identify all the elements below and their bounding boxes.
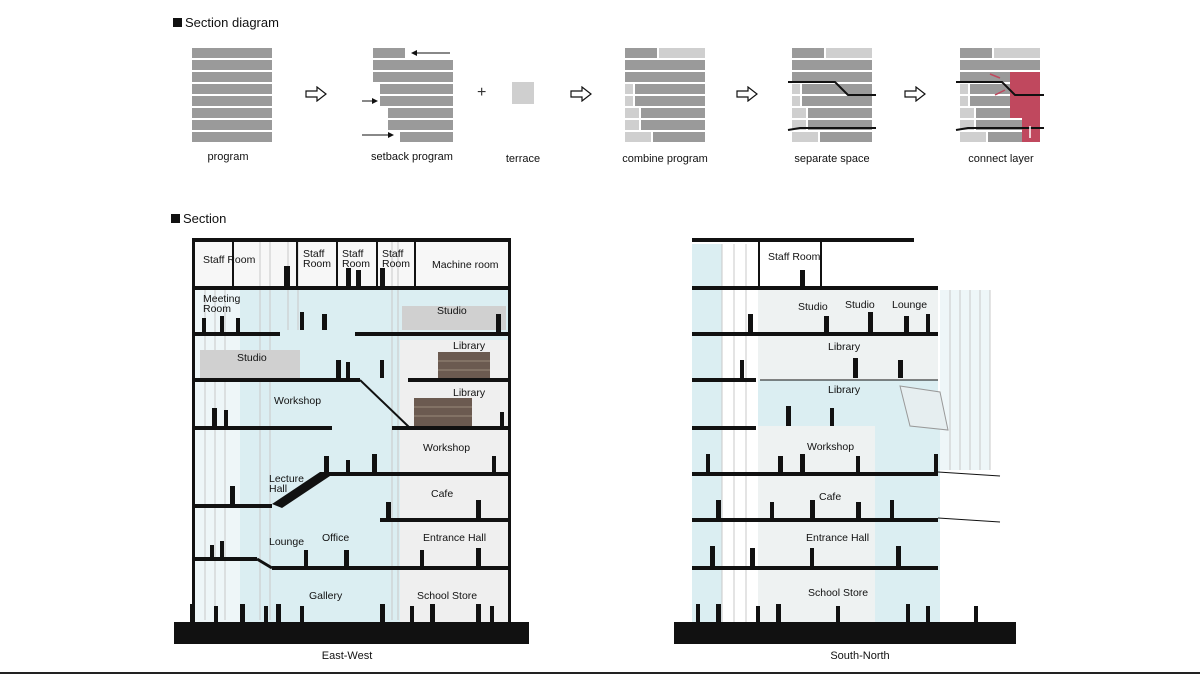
separate-space-block [787,48,876,142]
step-caption-terrace: terrace [505,153,541,165]
room-label-entrance-hall: Entrance Hall [423,532,487,544]
room-label-staff-room: Staff Room [203,254,256,266]
room-label-gallery: Gallery [309,590,343,602]
room-label-office: Office [322,532,350,544]
setback-program-block [362,48,453,142]
sn-room-label-staff-room: Staff Room [768,251,821,263]
room-label-lecture-hall: Lecture Hall [269,473,305,495]
step-caption-setback: setback program [371,151,453,163]
room-label-machine-room: Machine room [432,259,499,271]
room-label-staff-room-3: Staff Room [382,248,411,270]
section-diagram-title: Section diagram [185,15,279,30]
section-diagram [192,48,1044,142]
room-label-meeting-room: Meeting Room [203,293,241,315]
sn-room-label-lounge: Lounge [892,299,928,311]
people-silhouettes [190,266,504,622]
sn-room-label-library-2: Library [828,384,861,396]
sn-room-label-school-store: School Store [808,587,869,599]
sn-room-label-library-1: Library [828,341,861,353]
step-caption-separate: separate space [794,153,870,165]
room-label-studio-lower: Studio [237,352,267,364]
room-label-workshop-2: Workshop [423,442,471,454]
step-caption-program: program [207,151,249,163]
section-header: Section [171,211,226,226]
sn-room-label-studio-2: Studio [845,299,875,311]
next-arrow-icon [305,86,327,102]
library-shelf [414,352,490,426]
room-label-workshop-1: Workshop [274,395,322,407]
room-label-studio-upper: Studio [437,305,467,317]
room-label-school-store: School Store [417,590,478,602]
south-north-caption: South-North [830,650,890,662]
square-bullet-icon [173,18,182,27]
people-silhouettes [696,270,978,622]
next-arrow-icon [570,86,592,102]
terrace-block [512,82,534,104]
sn-room-label-studio-1: Studio [798,301,828,313]
next-arrow-icon [736,86,758,102]
section-diagram-header: Section diagram [173,15,279,30]
connect-layer-block [955,48,1044,142]
room-label-library-1: Library [453,340,486,352]
next-arrow-icon [904,86,926,102]
step-caption-connect: connect layer [968,153,1034,165]
square-bullet-icon [171,214,180,223]
room-label-library-2: Library [453,387,486,399]
room-label-cafe: Cafe [431,488,454,500]
program-block [192,48,272,142]
bottom-border [0,672,1200,674]
combine-program-block [625,48,705,142]
plus-icon: + [477,84,487,101]
room-label-lounge: Lounge [269,536,305,548]
east-west-caption: East-West [321,650,373,662]
sn-room-label-workshop: Workshop [807,441,855,453]
section-title: Section [183,211,227,226]
sn-room-label-entrance-hall: Entrance Hall [806,532,870,544]
room-label-staff-room-1: Staff Room [303,248,332,270]
step-caption-combine: combine program [622,153,708,165]
sn-room-label-cafe: Cafe [819,491,842,503]
room-label-staff-room-2: Staff Room [342,248,371,270]
